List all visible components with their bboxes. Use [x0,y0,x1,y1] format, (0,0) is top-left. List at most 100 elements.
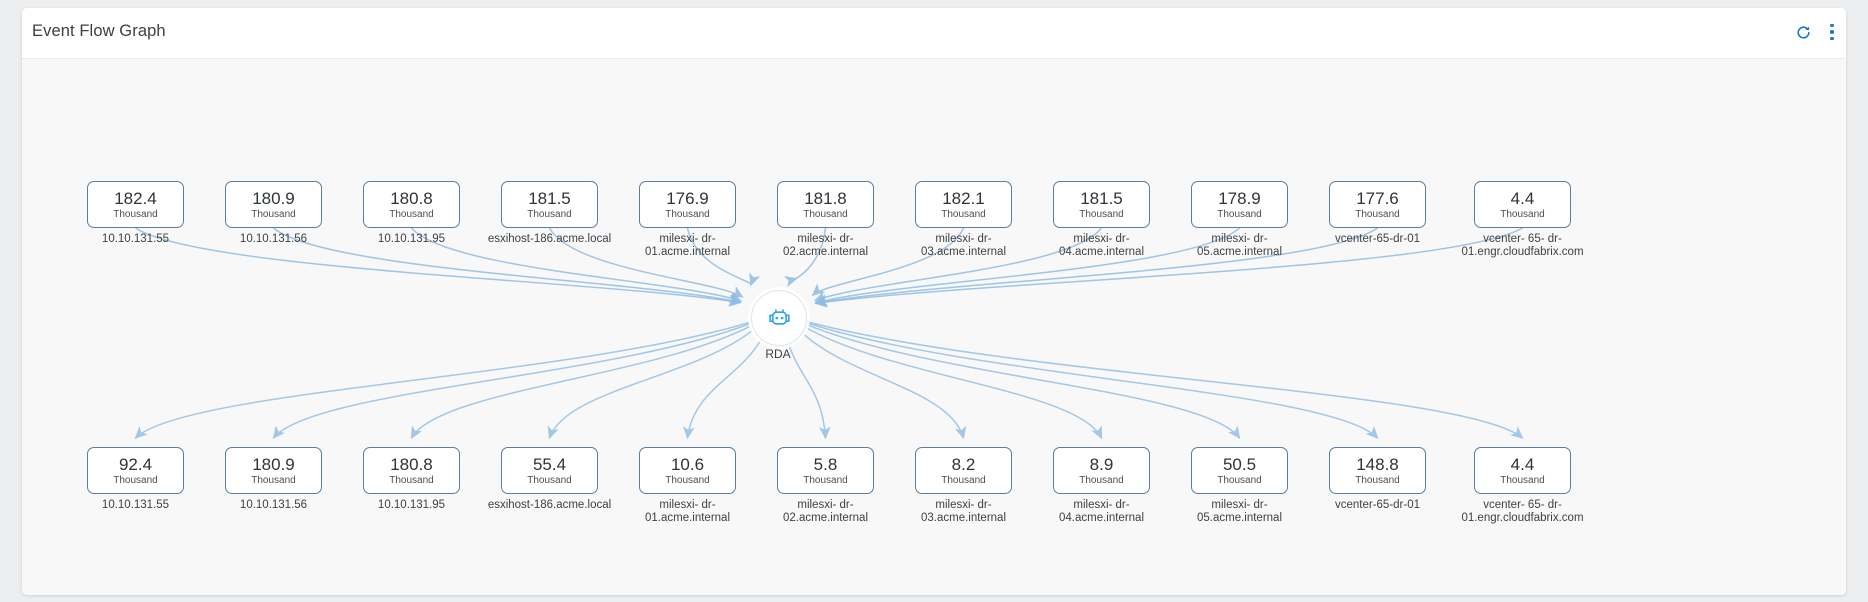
node-unit: Thousand [527,208,572,220]
node-value: 181.8 [804,188,847,208]
node-value: 55.4 [532,454,567,474]
node-unit: Thousand [1500,474,1545,486]
header-actions [1792,21,1834,43]
node-value: 178.9 [1218,188,1261,208]
graph-edge [547,329,753,440]
refresh-icon-svg [1796,25,1810,39]
node-unit: Thousand [941,208,986,220]
node-value: 181.5 [1080,188,1123,208]
graph-edge [806,322,1379,439]
node-unit: Thousand [251,208,296,220]
page-title: Event Flow Graph [32,22,166,40]
node-label: milesxi- dr-04.acme.internal [1058,499,1145,524]
node-unit: Thousand [389,474,434,486]
node-label: vcenter-65-dr-01 [1334,233,1420,245]
rda-center-label: RDA [765,347,791,361]
node-label: vcenter- 65- dr-01.engr.cloudfabrix.com [1461,499,1584,524]
node-unit: Thousand [803,474,848,486]
node-unit: Thousand [941,474,986,486]
kebab-dot [1830,37,1834,41]
node-value: 4.4 [1510,454,1535,474]
node-label: 10.10.131.55 [101,233,170,245]
node-label: milesxi- dr-05.acme.internal [1196,499,1283,524]
rda-center-node[interactable] [751,290,807,346]
more-options-icon[interactable] [1830,23,1834,42]
node-label: milesxi- dr-02.acme.internal [782,499,869,524]
node-unit: Thousand [1355,474,1400,486]
node-label: vcenter-65-dr-01 [1334,499,1420,511]
event-flow-graph-card: Event Flow Graph [22,8,1846,595]
graph-edge [410,325,751,440]
node-value: 92.4 [118,454,153,474]
node-label: 10.10.131.95 [377,499,446,511]
node-value: 182.1 [942,188,985,208]
graph-edge [804,326,1103,440]
node-value: 180.9 [252,454,295,474]
node-value: 4.4 [1510,188,1535,208]
refresh-icon[interactable] [1792,21,1814,43]
node-label: 10.10.131.56 [239,233,308,245]
outbound-edges [134,320,1524,440]
node-label: milesxi- dr-04.acme.internal [1058,233,1145,258]
node-value: 8.2 [951,454,976,474]
node-value: 8.9 [1089,454,1114,474]
node-value: 180.8 [390,188,433,208]
kebab-dot [1830,30,1834,34]
node-value: 50.5 [1222,454,1257,474]
node-label: milesxi- dr-02.acme.internal [782,233,869,258]
node-unit: Thousand [1500,208,1545,220]
node-label: vcenter- 65- dr-01.engr.cloudfabrix.com [1461,233,1584,258]
node-unit: Thousand [665,474,710,486]
kebab-dot [1830,23,1834,27]
node-value: 181.5 [528,188,571,208]
node-unit: Thousand [803,208,848,220]
graph-edge [272,323,751,440]
